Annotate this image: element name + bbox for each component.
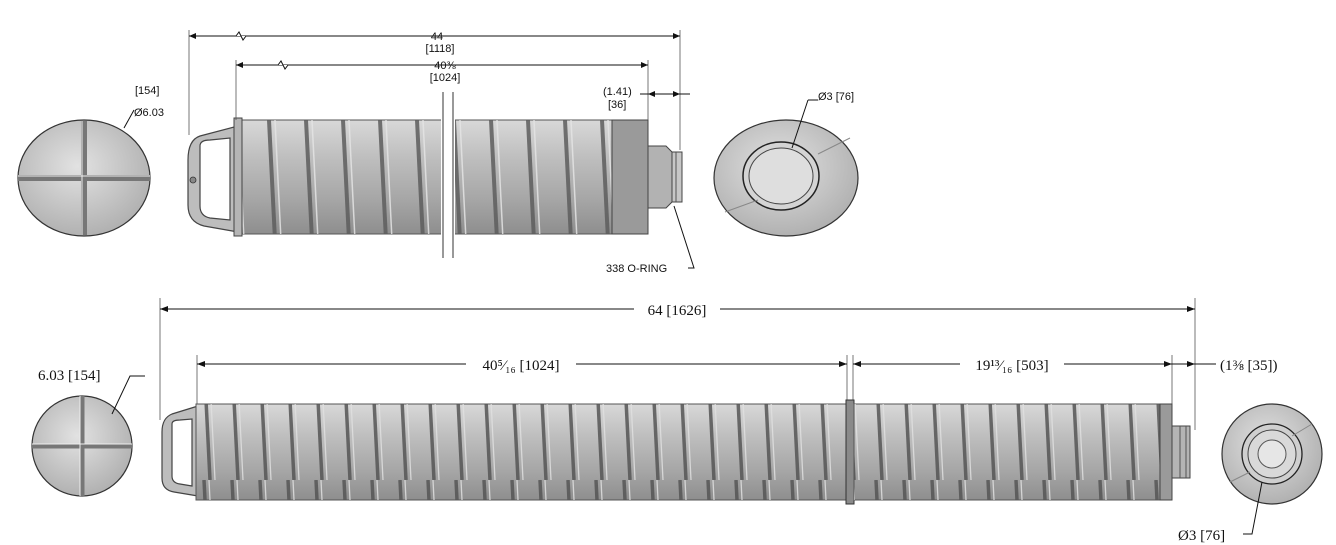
bottom-section2-length: 19¹³⁄₁₆ [503] xyxy=(975,358,1048,374)
top-left-end-view xyxy=(17,109,151,237)
bottom-left-end-view xyxy=(31,375,145,497)
bottom-right-diameter: Ø3 [76] xyxy=(1178,528,1225,544)
bottom-section1-length: 40⁵⁄₁₆ [1024] xyxy=(483,358,560,374)
bottom-left-diameter: 6.03 [154] xyxy=(38,368,101,384)
bottom-right-end-view xyxy=(1221,403,1323,535)
bottom-view: 64 [1626] 40⁵⁄₁₆ [1024] 19¹³⁄₁₆ [503] (1… xyxy=(31,298,1323,544)
top-overall-length-mm: [1118] xyxy=(426,43,455,55)
bottom-joint xyxy=(845,399,855,505)
top-overall-length: 44 xyxy=(431,31,443,43)
bottom-overall-length: 64 [1626] xyxy=(648,303,707,319)
top-oring-label: 338 O-RING xyxy=(606,263,667,275)
top-neck-length: (1.41) xyxy=(603,86,632,98)
top-neck-length-mm: [36] xyxy=(608,99,626,111)
top-handle xyxy=(187,125,239,233)
top-right-diameter: Ø3 [76] xyxy=(818,91,854,103)
bottom-handle xyxy=(161,405,199,497)
bottom-neck xyxy=(1171,425,1191,479)
top-view: [154] Ø6.03 xyxy=(17,30,859,275)
top-left-diameter-mm: [154] xyxy=(135,85,159,97)
top-neck xyxy=(647,145,683,209)
bottom-neck-length: (1⅜ [35]) xyxy=(1220,358,1277,374)
top-right-end-view xyxy=(713,99,859,237)
top-body-length: 40⅜ xyxy=(434,60,456,72)
top-body-length-mm: [1024] xyxy=(430,72,461,84)
top-left-diameter: Ø6.03 xyxy=(134,107,164,119)
